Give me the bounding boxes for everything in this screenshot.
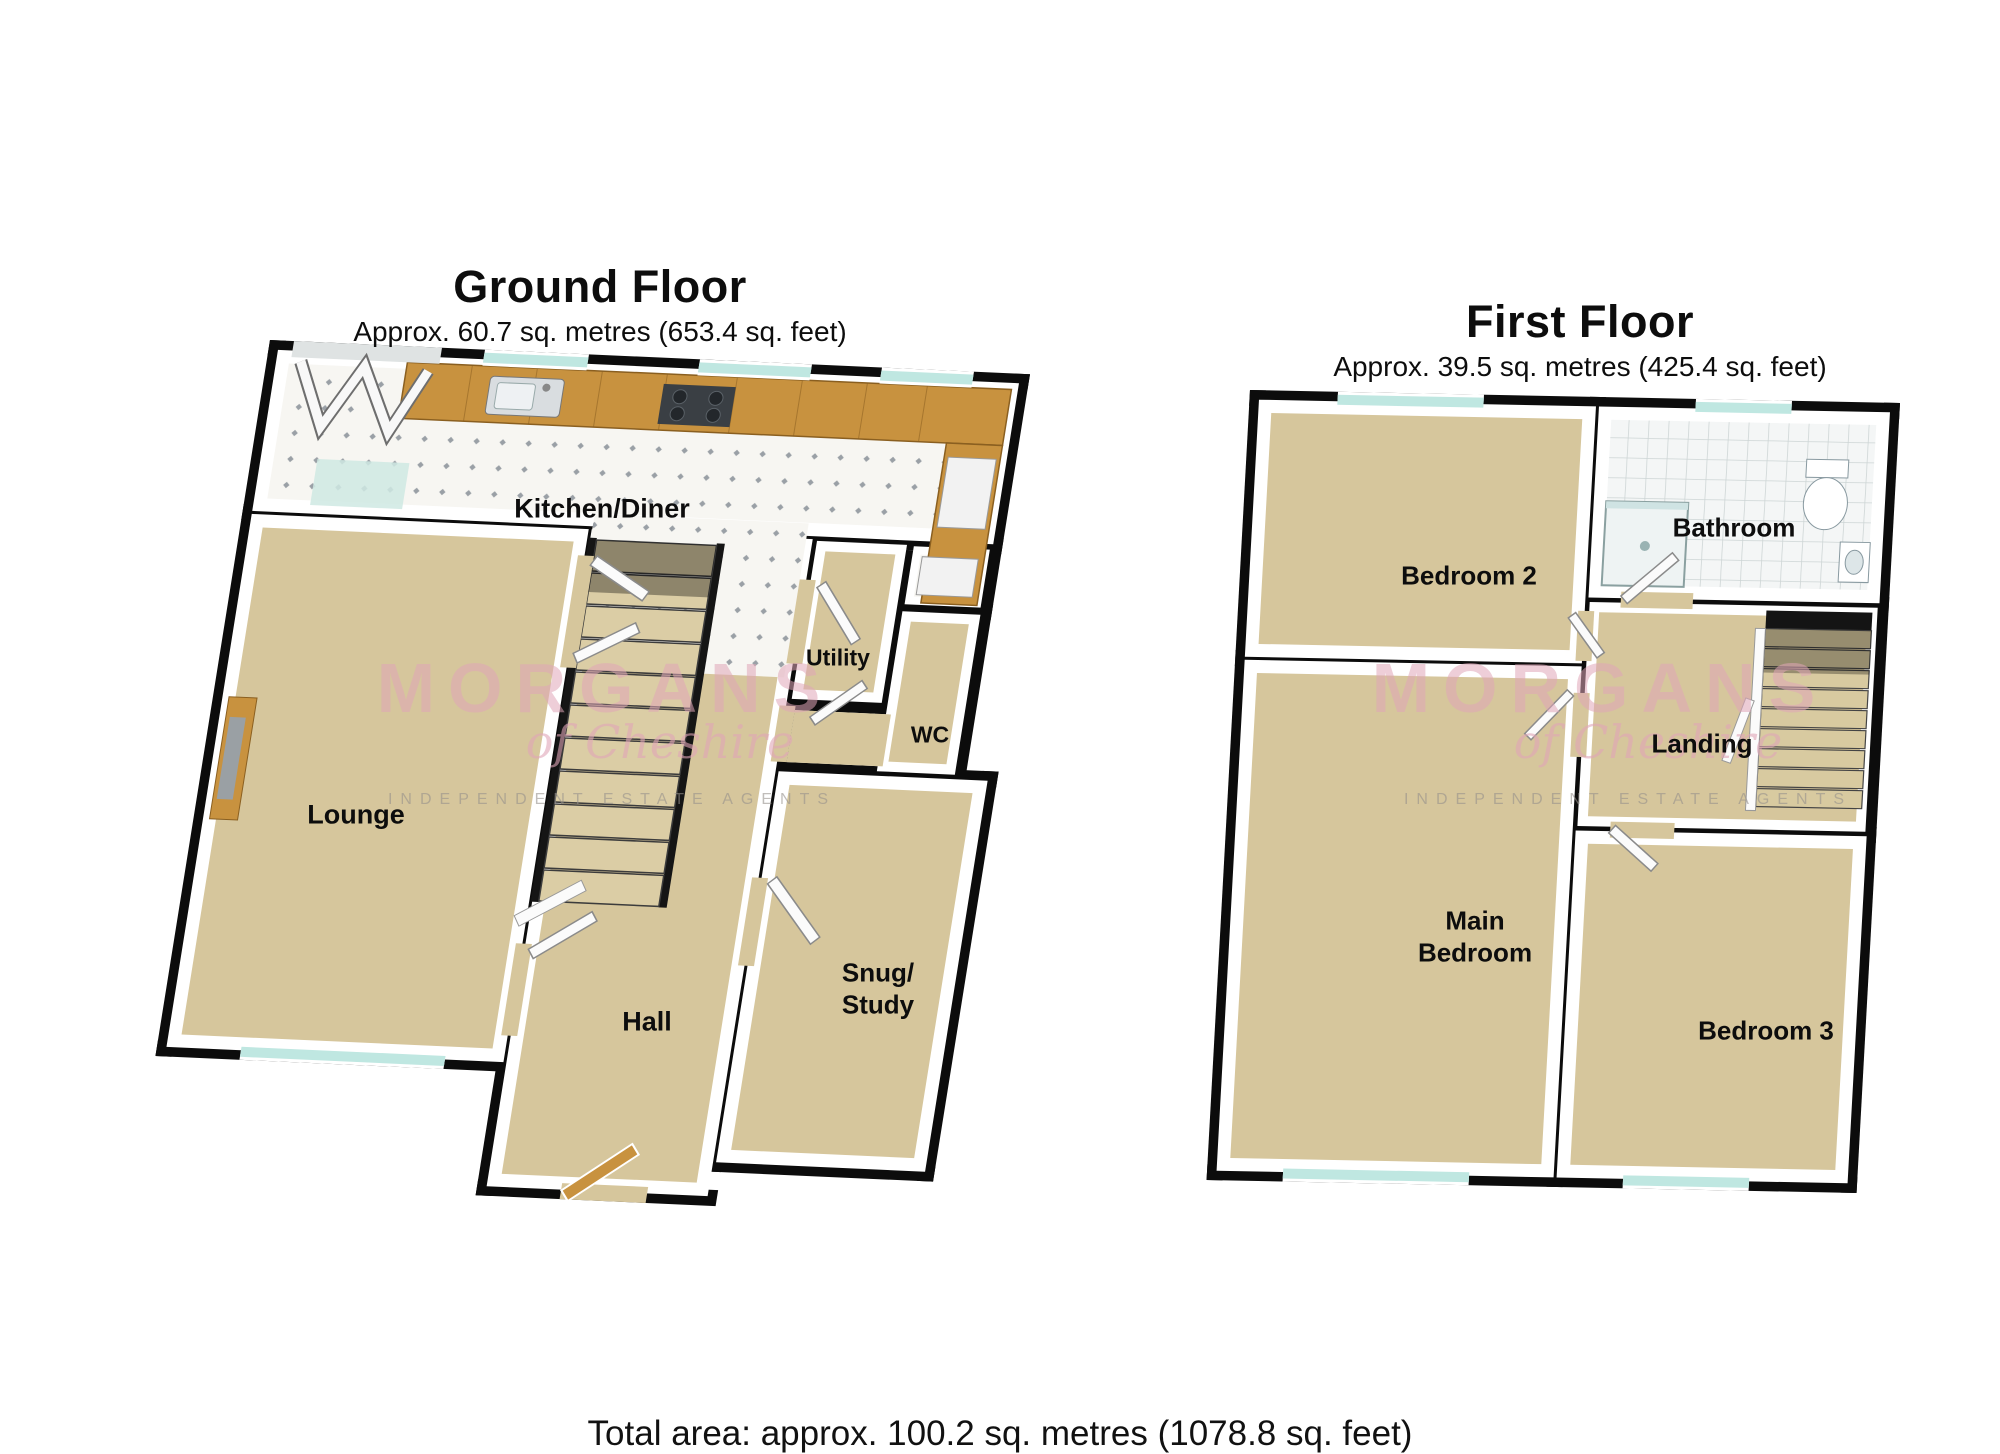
wc-floor [876,611,981,775]
first-staircase [1721,610,1873,812]
total-area-text: Total area: approx. 100.2 sq. metres (10… [587,1414,1413,1453]
fireplace [208,696,258,821]
stair-rail [1744,627,1766,812]
bedroom3-floor [1556,830,1867,1184]
first-floor-title: First Floor [1466,296,1694,347]
boiler [915,556,979,598]
label-snug-line2: Study [841,989,915,1020]
watermark-tagline-first: INDEPENDENT ESTATE AGENTS [1403,791,1853,808]
front-door-leaf [559,1142,641,1203]
watermark-script-ground: of Cheshire [525,715,795,769]
watermark-brand-ground: MORGANS [376,649,834,727]
label-landing: Landing [1651,728,1753,759]
label-utility: Utility [806,644,870,671]
ground-floor-title: Ground Floor [453,261,747,312]
label-kitchen-diner: Kitchen/Diner [514,493,690,524]
label-wc: WC [910,721,950,748]
label-lounge: Lounge [307,799,405,830]
watermark-script-first: of Cheshire [1513,715,1783,769]
ground-doors [501,554,869,1203]
first-doors [1523,551,1694,873]
watermark-tagline-ground: INDEPENDENT ESTATE AGENTS [387,791,837,808]
first-floor-subtitle: Approx. 39.5 sq. metres (425.4 sq. feet) [1333,351,1827,382]
first-windows [1282,391,1792,1191]
ground-windows [239,349,974,1069]
appliance [936,456,997,530]
label-hall: Hall [622,1006,672,1037]
label-bedroom2: Bedroom 2 [1401,560,1537,591]
label-bathroom: Bathroom [1672,512,1796,543]
label-snug-line1: Snug/ [841,957,915,988]
sink-tap [542,383,551,392]
floor-mat [310,458,410,510]
label-bedroom3: Bedroom 3 [1698,1015,1834,1046]
first-floor-plan [1206,390,1900,1194]
toilet-cistern [1805,458,1850,479]
stair-banister [513,879,587,927]
bedroom2-floor [1244,399,1596,664]
wc-lobby-floor [786,710,891,767]
bifold-doors [291,341,442,447]
ground-staircase [513,537,725,927]
watermark-brand-first: MORGANS [1371,649,1829,727]
ground-floor-plan [155,340,1030,1207]
kitchen-units [310,361,1013,607]
toilet-bowl [1802,477,1848,531]
snug-floor [716,771,988,1172]
label-main-bedroom-line1: Main [1445,905,1505,936]
label-main-bedroom-line2: Bedroom [1417,937,1533,968]
hob [657,383,736,428]
ground-floor-subtitle: Approx. 60.7 sq. metres (653.4 sq. feet) [353,316,847,347]
